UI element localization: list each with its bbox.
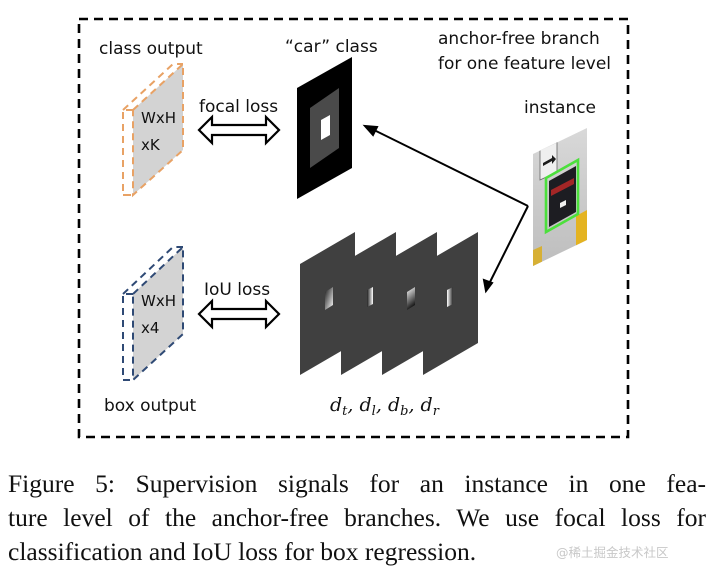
box-output-dim-line2: x4 xyxy=(141,319,159,337)
regression-map-hole-dl xyxy=(367,287,373,307)
focal-loss-label: focal loss xyxy=(199,97,278,117)
box-output-title: box output xyxy=(104,396,197,416)
branch-frame xyxy=(77,17,630,439)
box-output-front-face xyxy=(133,247,183,380)
regression-map-hole-dr xyxy=(447,287,453,307)
class-output-dim-line1: WxH xyxy=(141,109,176,127)
figure-caption: Figure 5: Supervision signals for an ins… xyxy=(8,467,706,569)
iou-loss-label: IoU loss xyxy=(204,280,270,300)
car-class-heatmap xyxy=(297,57,352,199)
iou-loss-double-arrow xyxy=(197,298,281,330)
class-output-dim-line2: xK xyxy=(141,136,161,154)
box-output-dim-line1: WxH xyxy=(141,292,176,310)
frame-label-line2: for one feature level xyxy=(438,54,611,74)
regression-map-hole-db xyxy=(407,287,415,310)
class-output-title: class output xyxy=(99,39,203,59)
class-output-front-face xyxy=(133,64,183,195)
watermark: @稀土掘金技术社区 xyxy=(556,545,669,560)
instance-image xyxy=(533,128,587,266)
class-output-tensor: WxH xK xyxy=(122,61,184,198)
regression-maps xyxy=(300,232,478,375)
instance-arrows xyxy=(362,124,529,294)
frame-label-line1: anchor-free branch xyxy=(438,29,600,49)
focal-loss-double-arrow xyxy=(197,114,281,146)
diagram: anchor-free branch for one feature level… xyxy=(77,17,630,439)
caption-line-2: ture level of the anchor-free branches. … xyxy=(8,503,706,532)
regression-targets-label: dt, dl, db, dr xyxy=(330,394,440,419)
regression-map-hole-dt xyxy=(325,287,333,310)
instance-title: instance xyxy=(524,98,596,118)
caption-line-3: classification and IoU loss for box regr… xyxy=(8,537,477,566)
instance-bounding-box xyxy=(544,157,580,235)
caption-line-1: Figure 5: Supervision signals for an ins… xyxy=(8,469,706,498)
box-output-tensor: WxH x4 xyxy=(122,244,184,383)
car-class-title: “car” class xyxy=(285,37,378,57)
arrow-to-regression-maps xyxy=(482,278,494,294)
arrow-to-car-class xyxy=(362,124,379,137)
